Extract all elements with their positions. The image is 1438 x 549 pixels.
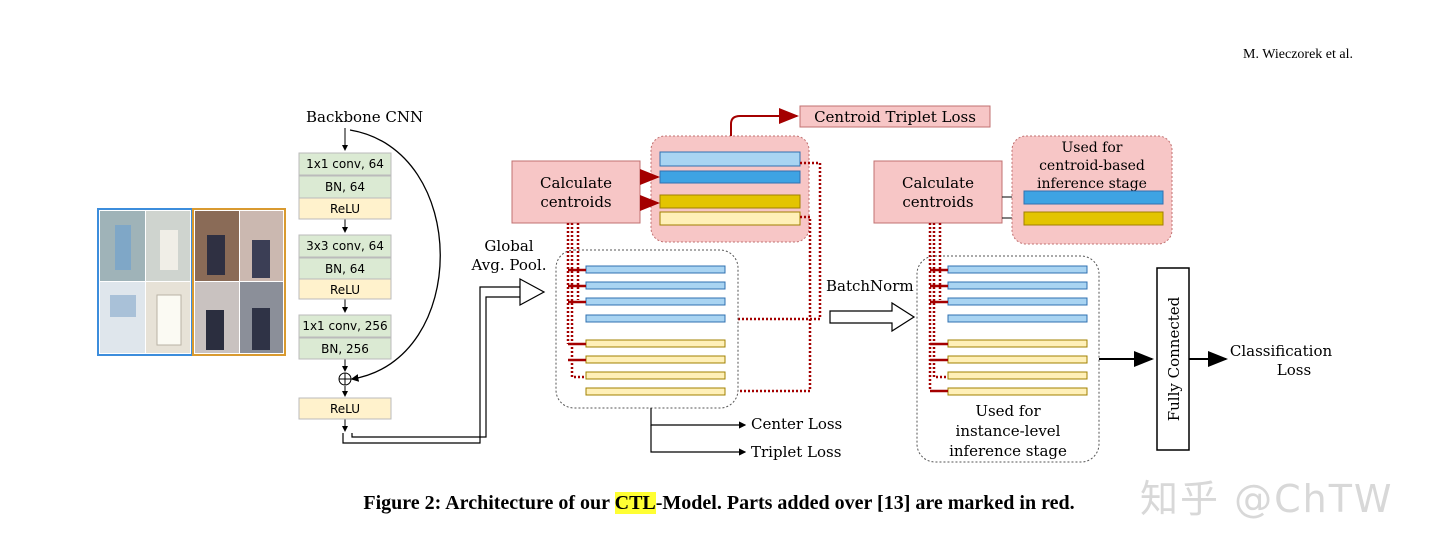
layer-relu3-label: ReLU	[330, 402, 360, 416]
center-loss-label: Center Loss	[751, 415, 842, 433]
triplet-loss-label: Triplet Loss	[751, 443, 841, 461]
layer-conv2	[298, 234, 392, 258]
caption-highlight: CTL	[614, 492, 656, 514]
layer-conv1-label: 1x1 conv, 64	[306, 157, 384, 171]
gap-arrow	[519, 277, 546, 307]
batchnorm-arrow	[829, 301, 916, 333]
gap-label-1: Global	[484, 237, 533, 255]
centroid-bar-2	[659, 170, 801, 184]
feature-group-left	[555, 249, 739, 409]
centroid-bar-3	[659, 194, 801, 209]
centroid-triplet-loss-label: Centroid Triplet Loss	[814, 108, 976, 126]
used-centroid-3: inference stage	[1037, 176, 1147, 192]
layer-bn1-label: BN, 64	[325, 180, 365, 194]
classification-loss-1: Classification	[1230, 342, 1333, 360]
calc-left-label-2: centroids	[540, 193, 611, 211]
header-author: M. Wieczorek et al.	[1243, 47, 1353, 62]
classification-loss-2: Loss	[1277, 361, 1311, 379]
calc-left-label-1: Calculate	[540, 174, 612, 192]
sample-images	[97, 208, 286, 356]
calc-centroids-left	[511, 160, 641, 224]
figure-caption: Figure 2: Architecture of our CTL-Model.…	[0, 492, 1438, 515]
layer-conv3	[298, 314, 392, 338]
batchnorm-label: BatchNorm	[826, 277, 914, 295]
backbone-title: Backbone CNN	[306, 108, 423, 126]
centroid-triplet-loss-box	[799, 105, 991, 128]
layer-bn2-label: BN, 64	[325, 262, 365, 276]
used-centroid-1: Used for	[1062, 140, 1123, 156]
feature-bars-left	[585, 265, 726, 396]
caption-suffix: -Model. Parts added over [13] are marked…	[655, 492, 1075, 514]
fully-connected-label: Fully Connected	[1165, 296, 1183, 421]
layer-conv1	[298, 152, 392, 176]
gap-label-2: Avg. Pool.	[471, 256, 547, 274]
fully-connected-box	[1156, 267, 1190, 451]
layer-bn3	[298, 337, 392, 360]
layer-bn3-label: BN, 256	[321, 342, 369, 356]
caption-prefix: Figure 2: Architecture of our	[363, 492, 615, 514]
layer-relu1-label: ReLU	[330, 202, 360, 216]
skip-connection	[349, 129, 441, 382]
layer-conv2-label: 3x3 conv, 64	[306, 239, 384, 253]
layer-relu2	[298, 278, 392, 300]
centroid-bar-1	[659, 151, 801, 167]
calc-right-label-1: Calculate	[902, 174, 974, 192]
centroid-bar-4	[659, 211, 801, 226]
layer-relu1	[298, 197, 392, 220]
calc-centroids-right	[873, 160, 1003, 224]
used-instance-2: instance-level	[956, 422, 1061, 440]
watermark: 知乎 @ChTW	[1140, 477, 1394, 521]
layer-conv3-label: 1x1 conv, 256	[302, 319, 387, 333]
used-centroid-2: centroid-based	[1039, 158, 1145, 174]
layer-relu2-label: ReLU	[330, 283, 360, 297]
layer-relu3	[298, 397, 392, 420]
used-instance-1: Used for	[975, 402, 1041, 420]
used-instance-3: inference stage	[949, 442, 1067, 460]
right-centroid-bar-yellow	[1023, 211, 1164, 226]
feature-bars-right	[947, 265, 1088, 396]
calc-right-label-2: centroids	[902, 193, 973, 211]
right-centroid-bar-blue	[1023, 190, 1164, 205]
